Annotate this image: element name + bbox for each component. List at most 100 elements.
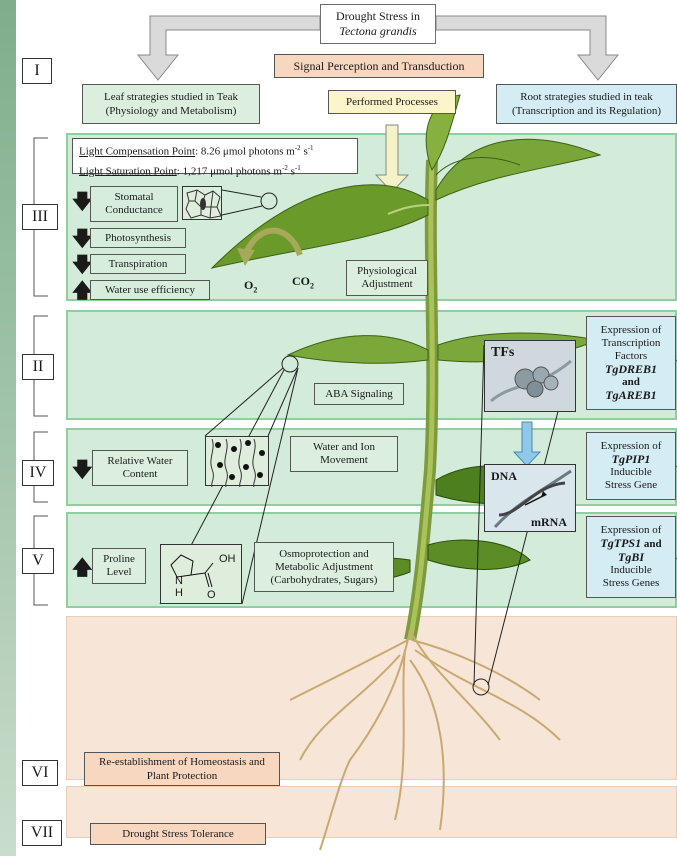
water-use-efficiency-box: Water use efficiency xyxy=(90,280,210,300)
expression-pip1-box: Expression of TgPIP1 Inducible Stress Ge… xyxy=(586,432,676,500)
physiological-adjustment-box: Physiological Adjustment xyxy=(346,260,428,296)
proline-line1: Proline xyxy=(103,553,135,566)
co2-text: CO xyxy=(292,274,310,288)
expr-tf-line1: Expression of xyxy=(601,324,662,337)
leaf-top-right xyxy=(436,139,600,200)
osmoprotection-box: Osmoprotection and Metabolic Adjustment … xyxy=(254,542,394,592)
light-saturation-label: Light Saturation Point xyxy=(79,165,177,177)
light-saturation-value: : 1,217 μmol photons m xyxy=(177,165,282,177)
stage-v-text: V xyxy=(32,552,44,570)
gene-tgdreb1: TgDREB1 xyxy=(605,363,657,376)
stomatal-conductance-box: Stomatal Conductance xyxy=(90,186,178,222)
stage-iv-label: IV xyxy=(22,460,54,486)
stage-iii-label: III xyxy=(22,204,58,230)
co2-label: CO2 xyxy=(292,274,314,290)
title-line1: Drought Stress in xyxy=(336,9,420,24)
mrna-label: mRNA xyxy=(531,515,567,530)
dna-label: DNA xyxy=(491,469,517,484)
aba-text: ABA Signaling xyxy=(325,388,393,401)
leaf-strategies-box: Leaf strategies studied in Teak (Physiol… xyxy=(82,84,260,124)
stage-vi-label: VI xyxy=(22,760,58,786)
osmo-line3: (Carbohydrates, Sugars) xyxy=(271,574,378,587)
stage-iii-text: III xyxy=(32,208,48,226)
homeostasis-line1: Re-establishment of Homeostasis and xyxy=(99,755,265,769)
processes-arrow xyxy=(376,125,408,192)
aba-signaling-box: ABA Signaling xyxy=(314,383,404,405)
stage-ii-text: II xyxy=(33,358,44,376)
o2-text: O xyxy=(244,278,253,292)
stomatal-line1: Stomatal xyxy=(114,191,153,204)
stage-vi-text: VI xyxy=(32,764,49,782)
drought-stress-title: Drought Stress in Tectona grandis xyxy=(320,4,436,44)
up-arrow-icon: 🡅 xyxy=(72,558,93,578)
stomatal-line2: Conductance xyxy=(105,204,162,217)
performed-text: Performed Processes xyxy=(346,96,438,108)
stage-iv-text: IV xyxy=(30,464,47,482)
expr-pip1-line3: Inducible xyxy=(610,466,652,479)
stage-i-label: I xyxy=(22,58,52,84)
water-ion-line1: Water and Ion xyxy=(313,441,375,454)
root-strategies-line2: (Transcription and its Regulation) xyxy=(512,104,661,118)
h-label: H xyxy=(175,587,183,599)
light-points-box: Light Compensation Point: 8.26 μmol phot… xyxy=(72,138,358,174)
down-arrow-icon: 🡇 xyxy=(72,460,93,480)
expression-tf-box: Expression of Transcription Factors TgDR… xyxy=(586,316,676,410)
root-strategies-box: Root strategies studied in teak (Transcr… xyxy=(496,84,677,124)
proline-structure-icon: OH N H O xyxy=(160,544,242,604)
photosynthesis-box: Photosynthesis xyxy=(90,228,186,248)
gene-tgareb1: TgAREB1 xyxy=(605,389,656,402)
co2-sub: 2 xyxy=(310,281,314,290)
light-compensation-value: : 8.26 μmol photons m xyxy=(195,146,295,158)
photosynthesis-text: Photosynthesis xyxy=(105,232,171,245)
proline-level-box: Proline Level xyxy=(92,548,146,584)
expression-tps1-box: Expression of TgTPS1 and TgBI Inducible … xyxy=(586,516,676,598)
roots xyxy=(290,630,560,850)
root-strategies-line1: Root strategies studied in teak xyxy=(520,90,653,104)
homeostasis-box: Re-establishment of Homeostasis and Plan… xyxy=(84,752,280,786)
signal-perception-box: Signal Perception and Transduction xyxy=(274,54,484,78)
tfs-label: TFs xyxy=(491,345,514,361)
gene-tgtps1: TgTPS1 xyxy=(600,536,641,550)
stomata-cell-icon xyxy=(182,186,222,220)
drought-tolerance-box: Drought Stress Tolerance xyxy=(90,823,266,845)
expr-tps1-and: and xyxy=(641,538,662,550)
leaf-mid-left xyxy=(288,336,428,364)
water-ion-line2: Movement xyxy=(320,454,368,467)
o2-sub: 2 xyxy=(253,285,257,294)
water-ion-movement-box: Water and Ion Movement xyxy=(290,436,398,472)
rwc-line2: Content xyxy=(123,468,158,481)
n-label: N xyxy=(175,575,183,587)
sup-s1-b: -1 xyxy=(295,164,301,172)
oh-label: OH xyxy=(219,553,236,565)
proline-line2: Level xyxy=(106,566,131,579)
gene-tgpip1: TgPIP1 xyxy=(612,453,651,466)
stage-vii-label: VII xyxy=(22,820,62,846)
homeostasis-line2: Plant Protection xyxy=(147,769,218,783)
osmo-line1: Osmoprotection and xyxy=(279,548,369,561)
water-molecules-icon xyxy=(205,436,269,486)
expr-tps1-line4: Inducible xyxy=(610,564,652,577)
gene-tgbi: TgBI xyxy=(618,551,644,564)
physio-line1: Physiological xyxy=(357,265,417,278)
drought-tolerance-text: Drought Stress Tolerance xyxy=(122,828,233,840)
stage-vii-text: VII xyxy=(31,824,53,842)
expr-tf-line2: Transcription xyxy=(602,337,661,350)
leaf-lower xyxy=(428,540,530,569)
performed-processes-box: Performed Processes xyxy=(328,90,456,114)
sup-s1: -1 xyxy=(308,144,314,152)
dna-mrna-illustration: DNA mRNA xyxy=(484,464,576,532)
light-compensation-label: Light Compensation Point xyxy=(79,146,195,158)
stage-i-text: I xyxy=(34,62,39,80)
physio-line2: Adjustment xyxy=(361,278,412,291)
title-species: Tectona grandis xyxy=(339,24,416,39)
stage-ii-label: II xyxy=(22,354,54,380)
expr-pip1-line4: Stress Gene xyxy=(605,479,657,492)
o-label: O xyxy=(207,589,216,601)
relative-water-content-box: Relative Water Content xyxy=(92,450,188,486)
unit-s-b: s xyxy=(288,165,295,177)
expr-tps1-line5: Stress Genes xyxy=(603,577,660,590)
leaf-strategies-line1: Leaf strategies studied in Teak xyxy=(104,90,238,104)
stage-v-label: V xyxy=(22,548,54,574)
unit-s: s xyxy=(301,146,308,158)
